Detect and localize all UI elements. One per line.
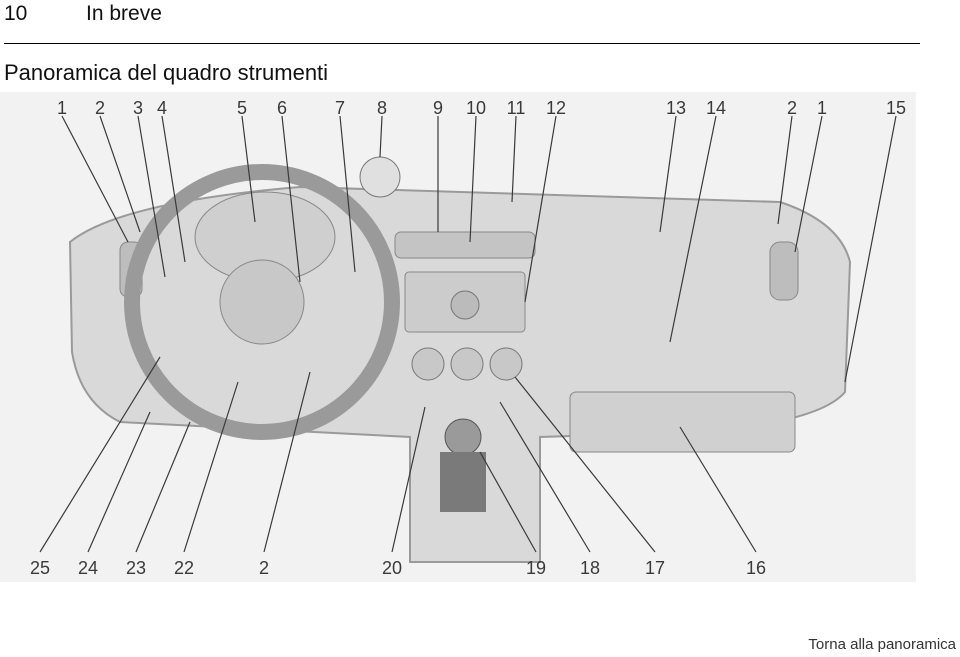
callout-22: 22 [174,558,194,578]
callout-21: 2 [259,558,269,578]
steering-hub [219,259,305,345]
callout-16: 16 [746,558,766,578]
page-title: Panoramica del quadro strumenti [4,60,329,85]
callout-23: 23 [126,558,146,578]
climate-knob-right [489,347,523,381]
callout-14: 14 [706,98,726,118]
climate-knob-center [450,347,484,381]
callout-6: 6 [277,98,287,118]
header-rule [4,43,920,44]
callout-1-right: 1 [817,98,827,118]
callout-20: 20 [382,558,402,578]
callout-1: 1 [57,98,67,118]
callout-10: 10 [466,98,486,118]
back-to-overview-link[interactable]: Torna alla panoramica [808,636,956,653]
glovebox [569,391,796,453]
callout-3: 3 [133,98,143,118]
callout-5: 5 [237,98,247,118]
callout-24: 24 [78,558,98,578]
climate-knob-left [411,347,445,381]
radio-knob [450,290,480,320]
page-number: 10 [4,2,28,25]
bottom-callouts: 25 24 23 22 2 20 19 18 17 16 [30,558,766,578]
right-vent [769,241,799,301]
callout-4: 4 [157,98,167,118]
page-header: 10 In breve [4,0,920,44]
gear-boot [440,452,486,512]
callout-2: 2 [95,98,105,118]
callout-2-right: 2 [787,98,797,118]
dashboard-illustration: 1 2 3 4 5 6 7 8 9 10 11 12 13 14 2 1 15 … [0,92,916,582]
callout-18: 18 [580,558,600,578]
callout-13: 13 [666,98,686,118]
bottom-leader-lines [39,356,757,553]
center-vents [394,231,536,259]
callout-19: 19 [526,558,546,578]
top-callouts: 1 2 3 4 5 6 7 8 9 10 11 12 13 14 2 1 15 [57,98,906,118]
top-leader-lines [61,115,897,383]
section-title: In breve [86,2,162,25]
callout-12: 12 [546,98,566,118]
callout-15: 15 [886,98,906,118]
callout-11: 11 [507,98,526,118]
callout-9: 9 [433,98,443,118]
gear-knob [444,418,482,456]
callout-8: 8 [377,98,387,118]
callout-17: 17 [645,558,665,578]
steering-wheel [124,164,400,440]
callout-25: 25 [30,558,50,578]
dashboard-figure: 1 2 3 4 5 6 7 8 9 10 11 12 13 14 2 1 15 … [0,92,916,582]
gauge-8 [359,156,401,198]
callout-7: 7 [335,98,345,118]
